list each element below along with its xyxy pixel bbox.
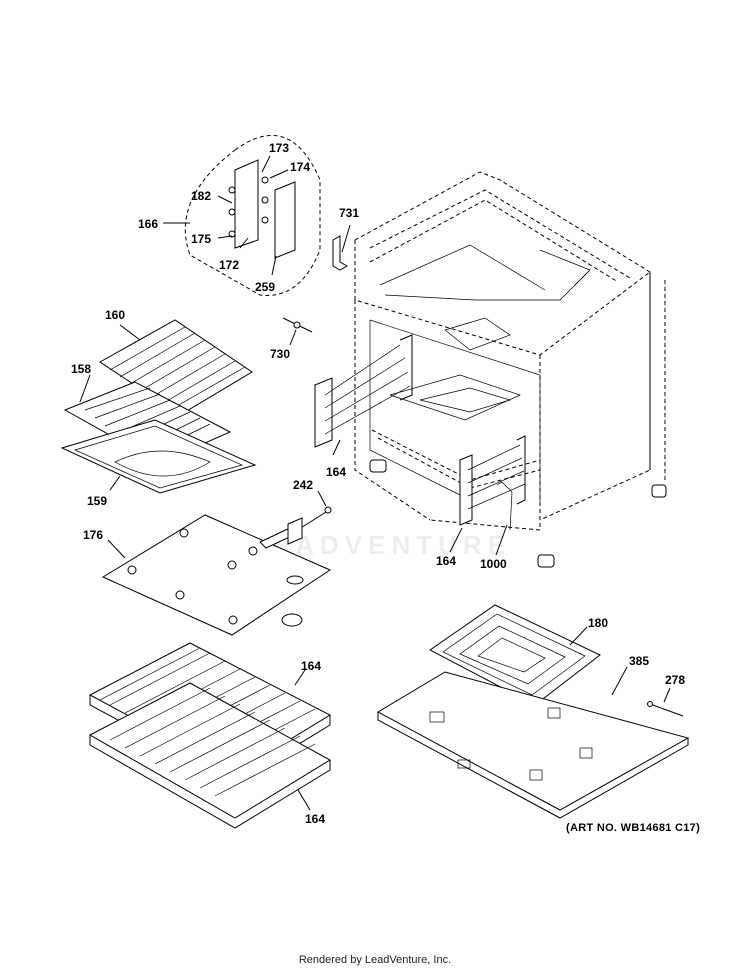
label-173: 173 bbox=[269, 141, 289, 155]
broil-pan bbox=[60, 419, 257, 494]
label-164-rack-lower: 164 bbox=[305, 812, 325, 826]
label-164-side-right: 164 bbox=[436, 554, 456, 568]
label-159: 159 bbox=[87, 494, 107, 508]
label-174: 174 bbox=[290, 160, 310, 174]
pin-278 bbox=[647, 687, 684, 717]
side-rack-right bbox=[449, 435, 526, 556]
label-278: 278 bbox=[665, 673, 685, 687]
label-385: 385 bbox=[629, 654, 649, 668]
label-166: 166 bbox=[138, 217, 158, 231]
label-164-rack-upper: 164 bbox=[301, 659, 321, 673]
label-175: 175 bbox=[191, 232, 211, 246]
label-180: 180 bbox=[588, 616, 608, 630]
temperature-sensor bbox=[259, 490, 332, 549]
hinge-assembly bbox=[163, 135, 321, 296]
label-1000: 1000 bbox=[480, 557, 507, 571]
label-160: 160 bbox=[105, 308, 125, 322]
side-rack-left bbox=[314, 334, 413, 456]
label-259: 259 bbox=[255, 280, 275, 294]
label-164-side-left: 164 bbox=[326, 465, 346, 479]
label-182: 182 bbox=[191, 189, 211, 203]
footer-credit: Rendered by LeadVenture, Inc. bbox=[298, 954, 452, 966]
bracket-731 bbox=[332, 224, 351, 271]
label-176: 176 bbox=[83, 528, 103, 542]
label-158: 158 bbox=[71, 362, 91, 376]
bottom-cover bbox=[376, 666, 690, 819]
oven-cabinet bbox=[354, 171, 667, 568]
label-172: 172 bbox=[219, 258, 239, 272]
label-242: 242 bbox=[293, 478, 313, 492]
label-731: 731 bbox=[339, 206, 359, 220]
clip-730 bbox=[282, 317, 313, 346]
oven-bottom-panel bbox=[101, 514, 332, 636]
label-730: 730 bbox=[270, 347, 290, 361]
art-number: (ART NO. WB14681 C17) bbox=[566, 822, 701, 834]
oven-rack-lower bbox=[88, 682, 331, 829]
